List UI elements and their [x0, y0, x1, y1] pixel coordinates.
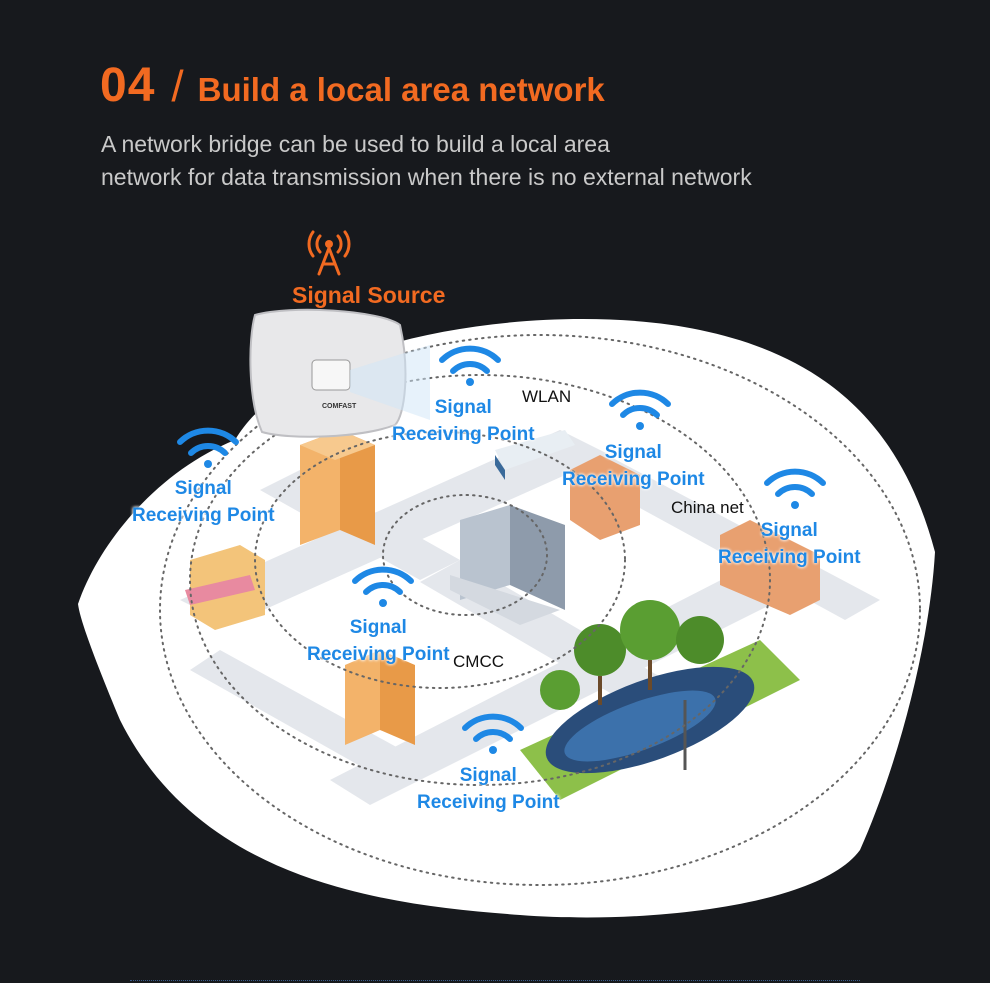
- signal-rings: [159, 334, 921, 886]
- network-label-china-net: China net: [671, 498, 744, 517]
- signal-source-label: Signal Source: [292, 282, 446, 308]
- description-line-2: network for data transmission when there…: [101, 164, 752, 190]
- section-title: Build a local area network: [197, 71, 605, 108]
- radio-tower-icon: [307, 230, 351, 276]
- wifi-icon-5: [352, 566, 414, 607]
- wifi-icon-4: [764, 468, 826, 509]
- bottom-divider: [130, 980, 860, 981]
- section-number: 04: [100, 59, 156, 112]
- heading-slash: /: [171, 62, 184, 111]
- wifi-icon-2: [609, 389, 671, 430]
- description-line-1: A network bridge can be used to build a …: [101, 131, 610, 157]
- section-heading: 04 / Build a local area network: [100, 58, 605, 113]
- buildings: [185, 430, 820, 745]
- network-label-cmcc: CMCC: [453, 652, 504, 671]
- wifi-icon-3: [177, 427, 239, 468]
- device-brand: COMFAST: [322, 403, 357, 410]
- wifi-icon-1: [439, 345, 501, 386]
- network-label-wlan: WLAN: [522, 387, 572, 406]
- comfast-device: COMFAST: [249, 308, 430, 438]
- park: [520, 600, 800, 800]
- wifi-icon-6: [462, 713, 524, 754]
- section-description: A network bridge can be used to build a …: [101, 128, 861, 194]
